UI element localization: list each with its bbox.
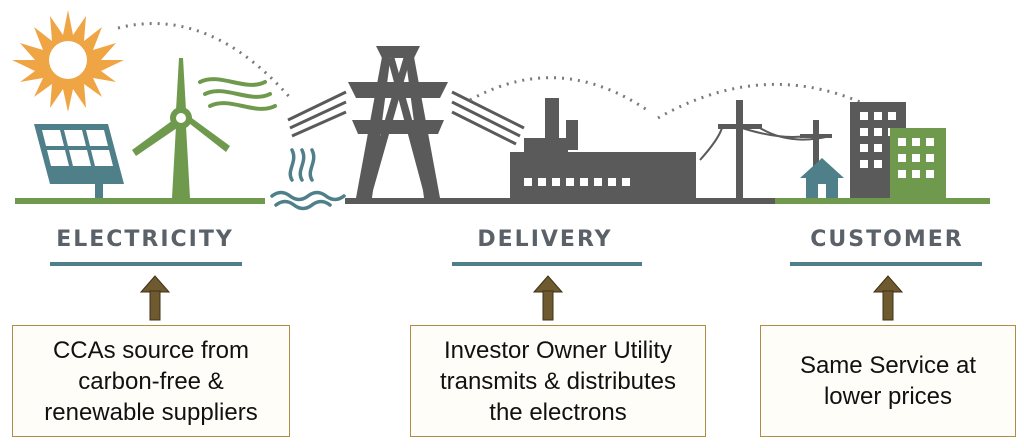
customer-arc [657,82,861,120]
heat-waves-icon [270,148,346,211]
caption-customer: Same Service at lower prices [799,352,977,410]
wind-gust-icon [198,77,277,111]
sun-radiation-arc [117,22,294,101]
signal-lines [287,90,525,146]
heading-underline [790,262,982,266]
wind-turbine-icon [132,58,230,198]
house-icon [800,158,844,198]
utility-pole-icon [718,100,832,198]
arrow-up-icon [139,275,171,321]
caption-box-customer: Same Service at lower prices [760,325,1016,437]
caption-electricity: CCAs source from carbon-free & renewable… [44,336,258,426]
delivery-arc [469,76,651,114]
power-lines [699,127,831,161]
heading-underline [50,262,242,266]
ground-line-gray [345,198,775,204]
arrow-up-icon [532,275,564,321]
heading-electricity: ELECTRICITY [56,227,234,252]
transmission-tower-icon [348,46,448,198]
caption-delivery: Investor Owner Utility transmits & distr… [439,336,677,426]
arrow-up-icon [872,275,904,321]
caption-box-electricity: CCAs source from carbon-free & renewable… [12,325,290,437]
factory-icon [510,98,696,198]
ground-line-green-right [775,198,990,204]
ground-line-green-left [15,198,265,204]
solar-panel-icon [34,124,124,198]
buildings-icon [850,102,946,198]
sun-icon [12,10,124,112]
heading-underline [452,262,642,266]
caption-box-delivery: Investor Owner Utility transmits & distr… [410,325,706,437]
heading-delivery: DELIVERY [477,227,613,252]
heading-customer: CUSTOMER [810,227,964,252]
